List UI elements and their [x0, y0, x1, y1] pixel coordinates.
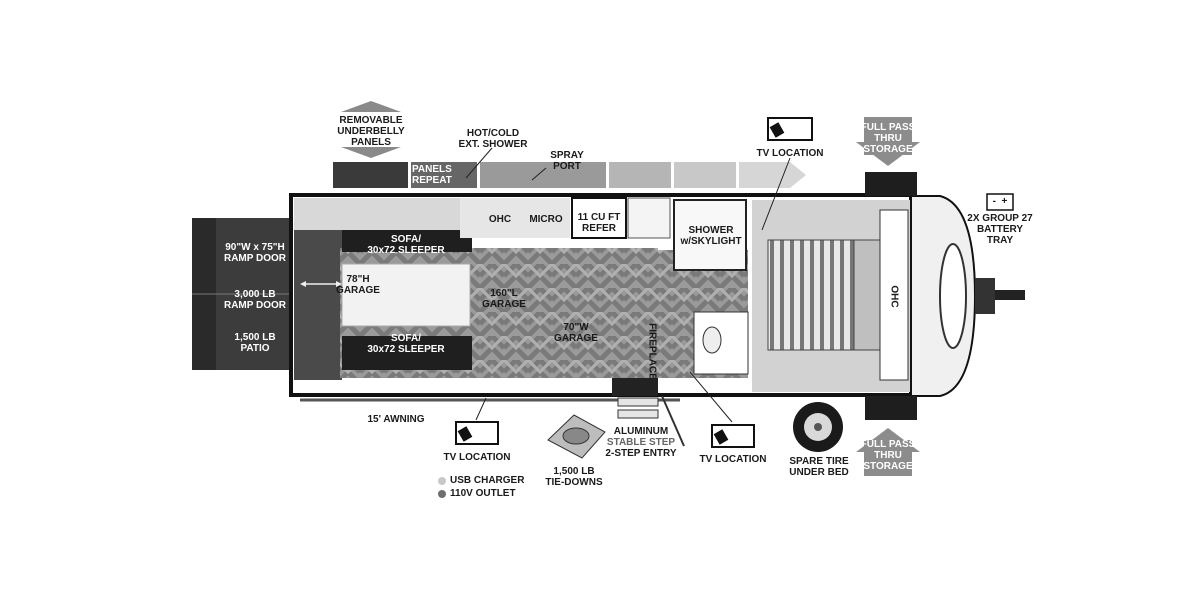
sofa-top-label: SOFA/ 30x72 SLEEPER [367, 234, 445, 256]
usb-charger-dot-icon [438, 476, 446, 485]
garage-length-label: 160"L GARAGE [482, 288, 526, 310]
fender-bottom [865, 396, 917, 420]
tv-location-top-label: TV LOCATION [756, 148, 824, 159]
entry-step-label-3: 2-STEP ENTRY [605, 448, 677, 459]
garage-height-label: 78"H GARAGE [336, 274, 380, 296]
tie-down-icon [547, 414, 606, 459]
legend-label: 110V OUTLET [450, 488, 516, 499]
fireplace-label: FIREPLACE [646, 323, 658, 380]
ramp-door-panel [192, 218, 292, 370]
ramp-door-size-label: 90"W x 75"H RAMP DOOR [223, 242, 287, 264]
microwave-label: MICRO [529, 214, 563, 225]
removable-panels-label: REMOVABLE UNDERBELLY PANELS [337, 115, 405, 148]
full-pass-bottom-arrow [856, 428, 920, 476]
sofa-bottom-label: SOFA/ 30x72 SLEEPER [367, 333, 445, 355]
tv-location-bottom-mid-label: TV LOCATION [699, 454, 767, 465]
shower-label: SHOWER w/SKYLIGHT [680, 225, 742, 247]
underbelly-panels-strip [333, 162, 806, 188]
full-pass-thru-bottom-label: FULL PASS THRU STORAGE [860, 439, 916, 472]
legend-110v-outlet: 110V OUTLET [438, 488, 516, 499]
legend-label: USB CHARGER [450, 475, 525, 486]
tv-location-bottom-left-label: TV LOCATION [443, 452, 511, 463]
refrigerator-label: 11 CU FT REFER [577, 212, 621, 234]
garage-width-label: 70"W GARAGE [554, 322, 598, 344]
ohc-kitchen-label: OHC [488, 214, 512, 225]
full-pass-thru-top-label: FULL PASS THRU STORAGE [860, 122, 916, 155]
battery-tray-label: 2X GROUP 27 BATTERY TRAY [967, 213, 1033, 246]
tv-icon [711, 424, 755, 448]
removable-panels-arrow [341, 101, 401, 158]
spare-tire-label: SPARE TIRE UNDER BED [789, 456, 849, 478]
full-pass-top-arrow [856, 117, 920, 166]
legend-usb-charger: USB CHARGER [438, 475, 524, 486]
leader-lines [465, 147, 791, 423]
spray-port-label: SPRAY PORT [550, 150, 584, 172]
entry-step-label-1: ALUMINUM [613, 426, 669, 437]
ext-shower-label: HOT/COLD EXT. SHOWER [458, 128, 528, 150]
fender-top [865, 172, 917, 196]
ohc-bedroom-label: OHC [888, 285, 900, 308]
battery-terminals-label: - + [992, 196, 1008, 207]
awning-label: 15' AWNING [367, 414, 425, 425]
tv-icon [767, 117, 813, 141]
spare-tire-icon [793, 402, 843, 452]
battery-icon [986, 193, 1014, 211]
entry-steps-icon [617, 395, 685, 447]
patio-label: 1,500 LB PATIO [234, 332, 276, 354]
panels-repeat-label: PANELS REPEAT [412, 164, 452, 186]
entry-step-label-2: STABLE STEP [606, 437, 676, 448]
trailer-body [289, 193, 1025, 402]
outlet-dot-icon [438, 489, 446, 498]
tv-icon [455, 421, 499, 445]
ramp-door-weight-label: 3,000 LB RAMP DOOR [223, 289, 287, 311]
tie-downs-label: 1,500 LB TIE-DOWNS [545, 466, 603, 488]
